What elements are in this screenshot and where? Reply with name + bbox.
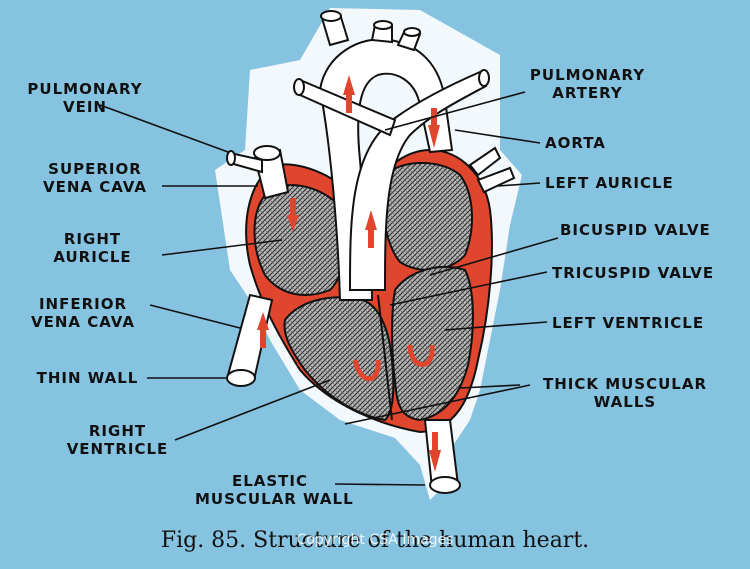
label-bicuspid-valve: BICUSPID VALVE: [560, 221, 711, 239]
label-left-ventricle: LEFT VENTRICLE: [552, 314, 705, 332]
leader-lines: [99, 91, 559, 486]
right-auricle-chamber: [253, 183, 348, 296]
watermark-text: Copyright CSA Images: [296, 532, 454, 548]
superior-vena-cava-vessel: [253, 145, 290, 200]
left-auricle-chamber: [381, 162, 473, 272]
septum: [377, 294, 393, 421]
left-pulmonary-veins: [468, 146, 516, 194]
label-tricuspid-valve: TRICUSPID VALVE: [552, 264, 715, 282]
label-thin-wall: THIN WALL: [36, 369, 139, 387]
inferior-vena-cava-vessel: [226, 293, 274, 387]
label-left-auricle: LEFT AURICLE: [545, 174, 674, 192]
right-ventricle-chamber: [283, 296, 395, 422]
label-aorta: AORTA: [545, 134, 606, 152]
figure-caption: Fig. 85. Structure of the human heart.: [160, 528, 590, 553]
pulmonary-vein-vessel: [226, 150, 263, 174]
